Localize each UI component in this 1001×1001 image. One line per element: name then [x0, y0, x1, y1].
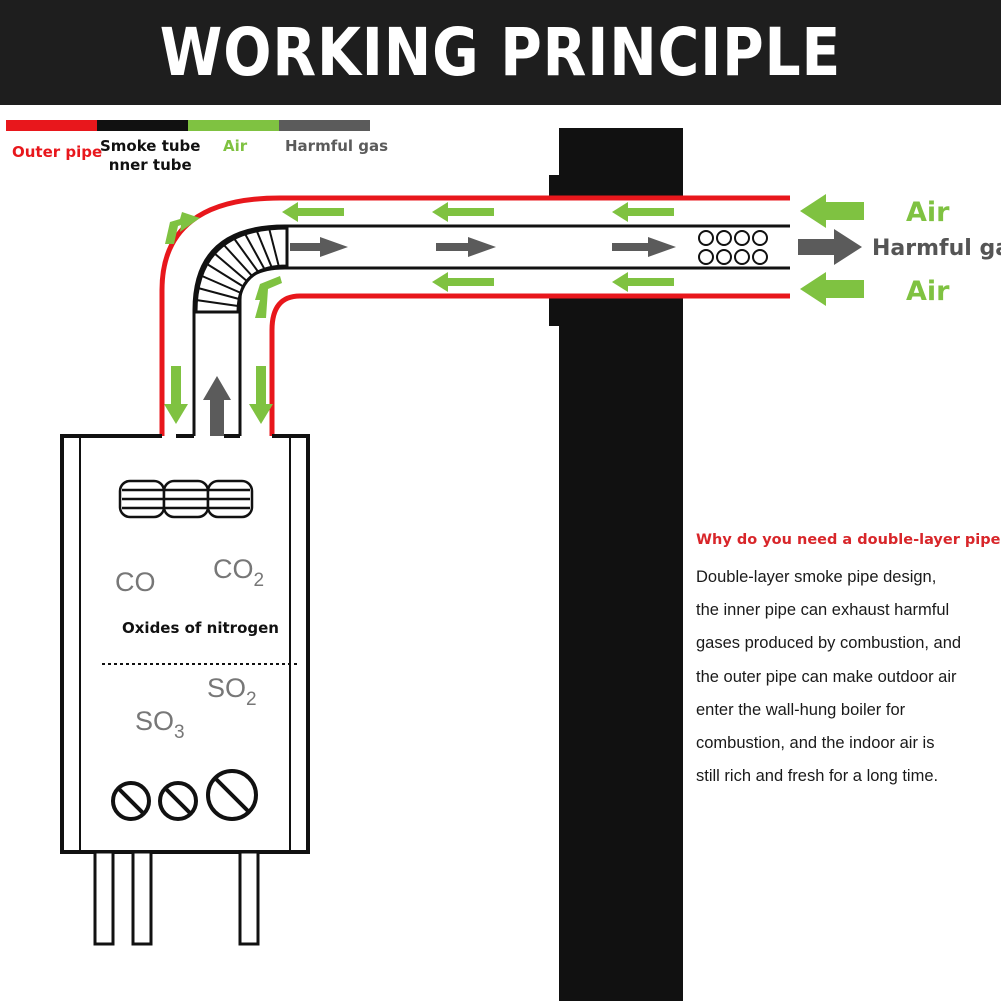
air-label-top: Air [906, 197, 950, 228]
explanation-line: still rich and fresh for a long time. [696, 767, 939, 785]
air-flow-arrows-top-channel [282, 202, 674, 222]
inner-tube-wall-left [192, 224, 790, 436]
air-flow-arrows-descending [164, 212, 282, 424]
harmful-gas-label: Harmful gas [872, 236, 1001, 261]
legend-label-smoke-tube: Smoke tube nner tube [100, 137, 200, 175]
gas-so2-subscript: 2 [246, 689, 257, 710]
legend-bar-harmful-gas [279, 120, 370, 131]
outer-pipe-wall-bottom [269, 293, 790, 436]
legend-label-smoke-tube-line2: nner tube [108, 156, 192, 174]
gas-so2: SO2 [207, 673, 257, 711]
gas-so3-base: SO [135, 706, 175, 736]
legend-bar-outer-pipe [6, 120, 97, 131]
title-bar: WORKING PRINCIPLE [0, 0, 1001, 105]
control-knobs [111, 769, 258, 821]
explanation-line: combustion, and the indoor air is [696, 734, 935, 752]
gas-co-base: CO [115, 567, 156, 597]
boiler [60, 434, 310, 946]
harmful-gas-outlet-arrow [798, 229, 862, 265]
legend-label-smoke-tube-line1: Smoke tube [100, 137, 201, 155]
heat-exchanger [118, 479, 254, 519]
explanation-line: gases produced by combustion, and [696, 634, 962, 652]
gas-so2-base: SO [207, 673, 247, 703]
legend-bar-smoke-tube [97, 120, 188, 131]
legend-label-air: Air [223, 137, 248, 155]
gas-so3: SO3 [135, 706, 185, 744]
legend-bar-air [188, 120, 279, 131]
gas-oxides-of-nitrogen: Oxides of nitrogen [122, 619, 279, 637]
explanation-line: the inner pipe can exhaust harmful [696, 601, 950, 619]
exhaust-holes [698, 230, 768, 265]
air-flow-arrows-bottom-channel [432, 272, 674, 292]
explanation-line: the outer pipe can make outdoor air [696, 668, 957, 686]
legend-label-harmful-gas: Harmful gas [285, 137, 389, 155]
pipe-interior [170, 198, 790, 432]
gas-co: CO [115, 567, 156, 598]
air-label-bottom: Air [906, 276, 950, 307]
legend-label-outer-pipe: Outer pipe [12, 143, 103, 161]
gas-so3-subscript: 3 [174, 722, 185, 743]
explanation-line: enter the wall-hung boiler for [696, 701, 906, 719]
page-title: WORKING PRINCIPLE [159, 14, 842, 91]
gas-co2-subscript: 2 [253, 570, 265, 591]
explanation-line: Double-layer smoke pipe design, [696, 568, 937, 586]
explanation-question: Why do you need a double-layer pipe? [696, 532, 1001, 548]
corrugated-elbow [194, 226, 289, 314]
gas-co2: CO2 [213, 554, 264, 592]
harmful-gas-flow-arrows [203, 237, 676, 438]
air-inlet-arrow-bottom [800, 272, 864, 306]
gas-co2-base: CO [213, 554, 254, 584]
air-inlet-arrow-top [800, 194, 864, 228]
